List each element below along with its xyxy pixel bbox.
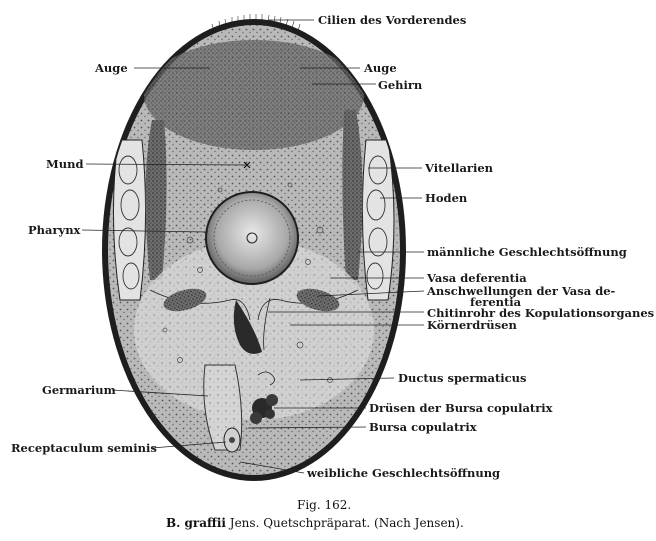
label-vitellarien: Vitellarien	[424, 161, 494, 175]
label-anschwellungen-1: Anschwellungen der Vasa de-	[426, 284, 616, 298]
caption-text: B. graffii Jens. Quetschpräparat. (Nach …	[166, 516, 464, 530]
label-cilien: Cilien des Vorderendes	[318, 13, 466, 27]
label-koernerdruesen: Körnerdrüsen	[427, 318, 517, 332]
label-pharynx: Pharynx	[28, 223, 81, 237]
specimen-body	[102, 14, 406, 481]
label-germarium: Germarium	[42, 383, 116, 397]
labels: Cilien des Vorderendes Auge Auge Gehirn …	[11, 13, 654, 480]
label-hoden: Hoden	[425, 191, 468, 205]
bursa-copulatrix-shape	[250, 394, 278, 424]
label-receptaculum-seminis: Receptaculum seminis	[11, 441, 157, 455]
label-auge-left: Auge	[94, 61, 128, 75]
pharynx-shape	[205, 191, 299, 285]
caption-figure-number: Fig. 162.	[297, 498, 351, 512]
caption: Fig. 162. B. graffii Jens. Quetschpräpar…	[166, 498, 464, 530]
label-anschwellungen-2: ferentia	[470, 295, 522, 309]
label-ductus-spermaticus: Ductus spermaticus	[398, 371, 527, 385]
label-maennliche-geschlechtsoeffnung: männliche Geschlechtsöffnung	[427, 245, 627, 259]
label-weibliche-geschlechtsoeffnung: weibliche Geschlechtsöffnung	[306, 466, 500, 480]
caption-rest: Jens. Quetschpräparat. (Nach Jensen).	[226, 516, 464, 530]
label-druesen-bursa: Drüsen der Bursa copulatrix	[369, 401, 553, 415]
label-vasa-deferentia: Vasa deferentia	[426, 271, 527, 285]
label-chitinrohr: Chitinrohr des Kopulationsorganes	[427, 306, 654, 320]
label-auge-right: Auge	[363, 61, 397, 75]
leader-lines	[81, 19, 425, 474]
caption-species: B. graffii	[166, 516, 226, 530]
label-gehirn: Gehirn	[378, 78, 423, 92]
label-bursa-copulatrix: Bursa copulatrix	[369, 420, 477, 434]
label-mund: Mund	[46, 157, 84, 171]
